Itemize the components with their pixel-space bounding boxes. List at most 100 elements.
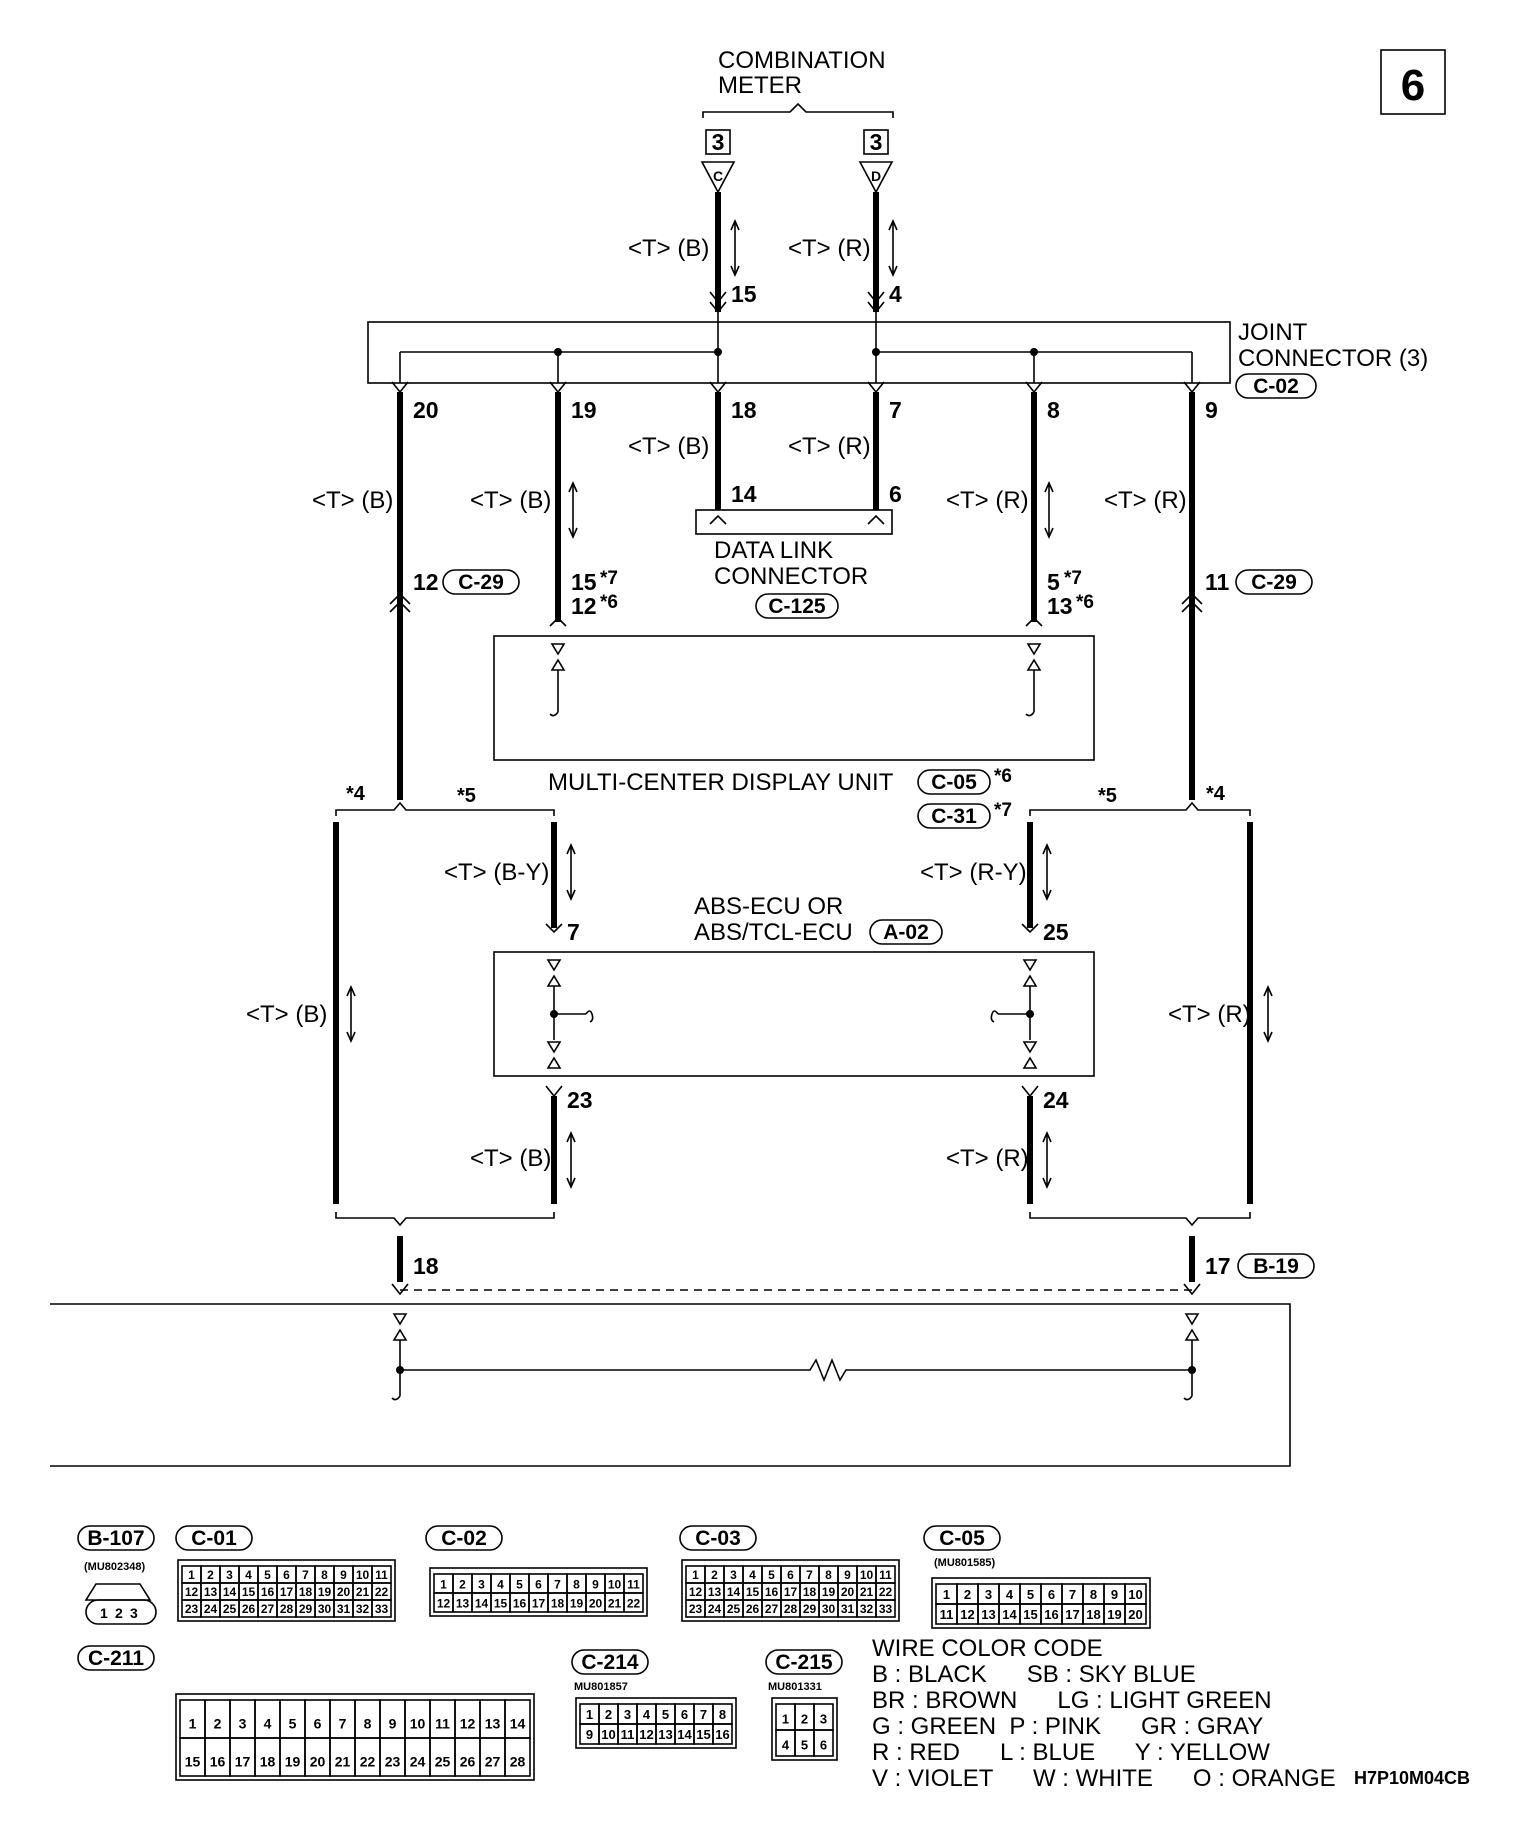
connector-cavity-number: 15 [185,1754,201,1770]
joint-node [554,348,562,356]
connector-cavity-number: 5 [801,1738,808,1753]
note-5-right: *5 [1098,785,1117,807]
connector-cavity-number: 23 [385,1754,401,1770]
connector-cavity-number: 8 [321,1568,328,1582]
pin-12-c29: 12 [413,569,439,595]
connector-cavity-number: 5 [1027,1587,1034,1602]
note-6-left: *6 [600,592,618,613]
connector-cavity-number: 6 [681,1707,688,1722]
connector-cavity-number: 5 [264,1568,271,1582]
wire-label-9: <T> (R) [1104,487,1187,514]
data-link-connector-label: DATA LINK [714,537,833,564]
connector-cavity-number: 31 [337,1602,351,1616]
connector-cavity-number: 4 [264,1716,272,1732]
pin-13-mcd: 13 [1047,593,1073,619]
connector-cavity-number: 4 [643,1707,651,1722]
connector-cavity-number: 8 [1090,1587,1097,1602]
diagram-code: H7P10M04CB [1354,1768,1470,1788]
connector-cavity-number: 15 [746,1585,760,1599]
connector-cavity-number: 14 [510,1716,526,1732]
mcd-ref-b: C-31 [931,805,977,828]
note-6-mcd: *6 [994,766,1012,787]
multi-center-display-label: MULTI-CENTER DISPLAY UNIT [548,769,894,796]
connector-cavity-number: 25 [223,1602,237,1616]
connector-cavity-number: 32 [860,1602,874,1616]
connector-cavity-number: 13 [981,1607,995,1622]
connector-cavity-number: 14 [677,1727,692,1742]
wire-label-by: <T> (B-Y) [444,859,549,886]
connector-cavity-number: 18 [1086,1607,1100,1622]
connector-cavity-number: 10 [608,1577,622,1591]
connector-cavity [1124,1603,1147,1625]
connector-cavity-number: 19 [285,1754,301,1770]
b107-pin-2: 2 [115,1605,123,1621]
connector-cavity-number: 7 [806,1568,813,1582]
connector-cavity-number: 18 [803,1585,817,1599]
connector-cavity-number: 12 [460,1716,476,1732]
connector-cavity-number: 8 [719,1707,726,1722]
connector-cavity-number: 6 [787,1568,794,1582]
note-7-mcd: *7 [994,800,1012,821]
connector-cavity-number: 3 [478,1577,485,1591]
connector-cavity-number: 8 [573,1577,580,1591]
wire-label-meter-c: <T> (B) [628,235,709,262]
connector-cavity-number: 16 [513,1596,527,1610]
b107-part: (MU802348) [84,1561,145,1573]
resistor-node-right [1188,1366,1196,1374]
connector-cavity-number: 11 [940,1607,954,1622]
connector-cavity-number: 30 [318,1602,332,1616]
connector-cavity-number: 1 [440,1577,447,1591]
data-link-connector-label-2: CONNECTOR [714,563,868,590]
connector-cavity-number: 23 [689,1602,703,1616]
combination-meter-label-2: METER [718,72,802,99]
connector-cavity-number: 22 [627,1596,641,1610]
connector-cavity-number: 4 [1006,1587,1014,1602]
wire-label-19: <T> (B) [470,487,551,514]
wire-label-meter-d: <T> (R) [788,235,871,262]
connector-cavity-number: 12 [960,1607,974,1622]
connector-cavity-number: 8 [825,1568,832,1582]
connector-cavity-number: 11 [879,1568,892,1582]
connector-cavity-number: 15 [242,1585,256,1599]
pin-23-abs: 23 [567,1087,593,1113]
wire-color-code-title: WIRE COLOR CODE [872,1635,1103,1662]
connector-cavity [712,1723,733,1745]
joint-node [1030,348,1038,356]
pin-18: 18 [731,397,757,423]
connector-cavity-number: 26 [460,1754,476,1770]
pin-7-abs: 7 [567,919,580,945]
abs-ecu-label: ABS-ECU OR [694,893,843,920]
connector-cavity-number: 4 [749,1568,756,1582]
pin-20: 20 [413,397,439,423]
pin-25-abs: 25 [1043,919,1069,945]
connector-cavity-number: 4 [245,1568,252,1582]
connector-cavity-number: 17 [280,1585,294,1599]
page-number: 6 [1401,61,1425,110]
dlc-ref-box [755,593,839,619]
pin-4-meter: 4 [889,281,902,307]
connector-cavity-number: 5 [768,1568,775,1582]
connector-cavity [504,1737,531,1777]
connector-cavity-number: 28 [280,1602,294,1616]
connector-cavity-number: 1 [586,1707,593,1722]
connector-cavity-number: 2 [801,1712,808,1727]
connector-cavity-number: 14 [727,1585,741,1599]
connector-cavity-number: 6 [820,1738,827,1753]
wire-color-code-line5: V : VIOLET W : WHITE O : ORANGE [872,1765,1336,1792]
connector-cavity-number: 22 [360,1754,376,1770]
abs-node-left [550,1010,558,1018]
pin-14-dlc: 14 [731,481,757,507]
connector-cavity-number: 22 [879,1585,893,1599]
connector-cavity-number: 3 [985,1587,992,1602]
connector-cavity-number: 16 [210,1754,226,1770]
pin-15-meter: 15 [731,281,757,307]
wire-label-outer-left: <T> (B) [246,1001,327,1028]
abs-node-right [1026,1010,1034,1018]
connector-cavity-number: 11 [435,1716,450,1732]
wire-label-outer-right: <T> (R) [1168,1001,1251,1028]
pin-9: 9 [1205,397,1218,423]
